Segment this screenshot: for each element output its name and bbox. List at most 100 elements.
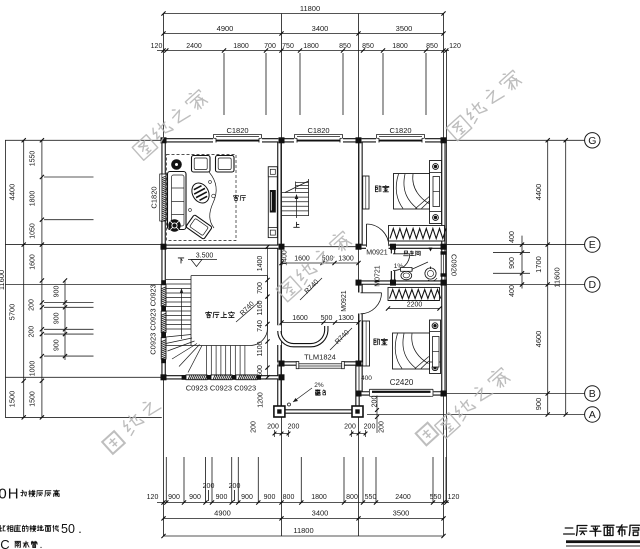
svg-text:400: 400 (509, 285, 516, 297)
svg-text:740: 740 (257, 320, 264, 332)
svg-text:C0920: C0920 (450, 254, 459, 276)
svg-text:E: E (589, 239, 596, 251)
svg-text:850: 850 (339, 43, 351, 50)
svg-text:850: 850 (362, 43, 374, 50)
svg-text:900: 900 (54, 286, 61, 298)
svg-text:900: 900 (241, 494, 253, 501)
svg-text:M0721: M0721 (375, 265, 382, 287)
svg-text:4400: 4400 (534, 184, 543, 201)
svg-text:2200: 2200 (407, 302, 423, 309)
svg-text:C1820: C1820 (389, 126, 411, 135)
svg-text:200: 200 (372, 396, 379, 408)
svg-text:120: 120 (151, 43, 163, 50)
svg-text:.: . (40, 540, 43, 549)
svg-text:11600: 11600 (0, 270, 6, 290)
svg-text:C0923 C0923 C0923: C0923 C0923 C0923 (186, 384, 256, 393)
svg-text:2400: 2400 (395, 494, 411, 501)
svg-text:B: B (589, 388, 596, 400)
svg-text:1800: 1800 (311, 494, 327, 501)
svg-text:850: 850 (426, 43, 438, 50)
svg-text:4900: 4900 (217, 24, 234, 33)
svg-text:0H: 0H (0, 486, 20, 503)
svg-text:1400: 1400 (282, 250, 289, 266)
svg-text:1400: 1400 (257, 256, 264, 272)
svg-text:4600: 4600 (534, 331, 543, 348)
svg-text:11800: 11800 (300, 4, 320, 13)
svg-text:4400: 4400 (8, 184, 17, 201)
svg-text:TLM1824: TLM1824 (304, 353, 336, 362)
svg-text:2400: 2400 (186, 43, 202, 50)
svg-text:1800: 1800 (233, 43, 249, 50)
svg-text:1100: 1100 (257, 341, 264, 356)
svg-text:1700: 1700 (534, 256, 543, 273)
svg-text:900: 900 (54, 312, 61, 324)
svg-text:M0921: M0921 (341, 290, 348, 312)
svg-text:C1820: C1820 (226, 126, 248, 135)
svg-text:M0921: M0921 (366, 250, 388, 257)
svg-text:D: D (589, 279, 597, 291)
svg-text:200: 200 (288, 424, 300, 431)
svg-text:900: 900 (189, 494, 201, 501)
svg-text:700: 700 (257, 282, 264, 294)
svg-text:3.500: 3.500 (196, 253, 214, 260)
svg-text:500: 500 (322, 256, 334, 263)
svg-text:1600: 1600 (294, 256, 310, 263)
svg-text:1300: 1300 (338, 315, 354, 322)
svg-text:1500: 1500 (8, 391, 17, 408)
svg-text:1550: 1550 (30, 151, 37, 167)
svg-text:900: 900 (509, 257, 516, 269)
svg-text:1050: 1050 (30, 223, 37, 239)
svg-text:3400: 3400 (312, 509, 329, 518)
svg-text:.: . (78, 522, 81, 536)
svg-text:500: 500 (257, 365, 264, 377)
svg-text:900: 900 (54, 339, 61, 351)
svg-text:1800: 1800 (30, 191, 37, 207)
svg-text:900: 900 (534, 398, 543, 411)
svg-text:1600: 1600 (292, 315, 308, 322)
svg-text:C1820: C1820 (307, 126, 329, 135)
svg-text:500: 500 (321, 315, 333, 322)
svg-text:750: 750 (282, 43, 294, 50)
svg-text:400: 400 (361, 375, 372, 382)
svg-text:800: 800 (283, 494, 295, 501)
svg-text:4900: 4900 (214, 509, 231, 518)
svg-text:C: C (0, 537, 9, 549)
svg-text:550: 550 (430, 494, 442, 501)
svg-text:200: 200 (364, 424, 376, 431)
svg-text:1600: 1600 (30, 254, 37, 270)
svg-text:200: 200 (344, 424, 356, 431)
svg-text:200: 200 (203, 483, 215, 490)
svg-text:1300: 1300 (338, 256, 354, 263)
svg-text:200: 200 (29, 299, 36, 311)
svg-text:120: 120 (449, 43, 461, 50)
svg-text:200: 200 (267, 424, 279, 431)
svg-text:550: 550 (365, 494, 377, 501)
svg-text:400: 400 (509, 231, 516, 243)
svg-text:3400: 3400 (312, 24, 329, 33)
svg-text:200: 200 (251, 421, 258, 433)
svg-text:200: 200 (229, 483, 241, 490)
svg-text:900: 900 (168, 494, 180, 501)
svg-text:C0923 C0923 C0923: C0923 C0923 C0923 (149, 284, 158, 354)
svg-text:700: 700 (264, 43, 276, 50)
svg-text:120: 120 (448, 494, 460, 501)
svg-text:3500: 3500 (393, 509, 410, 518)
svg-text:11600: 11600 (553, 267, 562, 287)
svg-text:1160: 1160 (257, 300, 264, 315)
svg-text:A: A (589, 409, 596, 421)
svg-text:1800: 1800 (303, 43, 319, 50)
svg-text:1000: 1000 (30, 361, 37, 377)
svg-text:50: 50 (61, 522, 75, 536)
svg-text:200: 200 (379, 421, 386, 433)
svg-text:120: 120 (147, 494, 159, 501)
svg-text:800: 800 (346, 494, 358, 501)
svg-text:900: 900 (264, 494, 276, 501)
svg-text:1%: 1% (394, 263, 404, 270)
svg-text:200: 200 (29, 326, 36, 338)
svg-text:1800: 1800 (392, 43, 408, 50)
svg-text:5700: 5700 (8, 304, 17, 321)
svg-text:C1820: C1820 (150, 186, 159, 208)
svg-text:C2420: C2420 (390, 378, 414, 387)
svg-text:11800: 11800 (293, 526, 313, 535)
svg-text:1500: 1500 (30, 391, 37, 407)
